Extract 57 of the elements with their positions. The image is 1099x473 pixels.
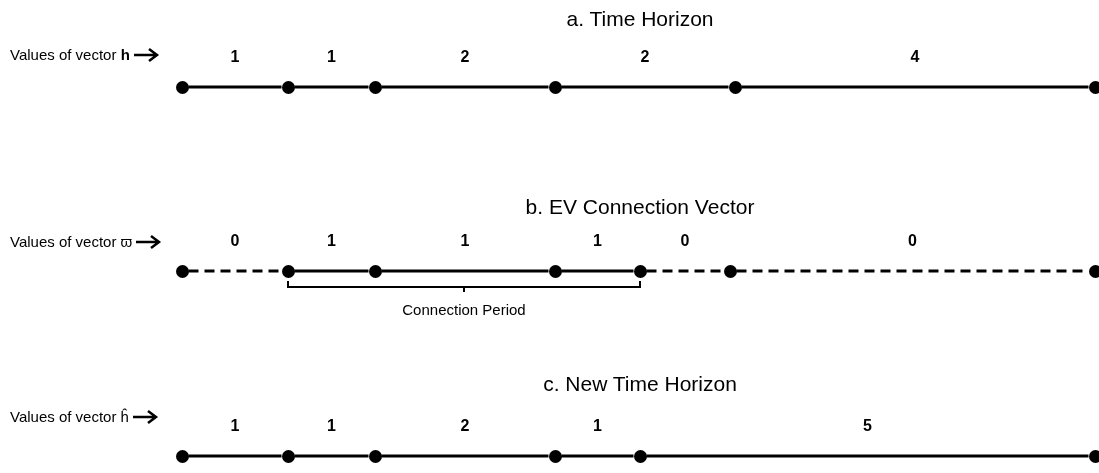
axis-label: Values of vector ĥ — [10, 409, 129, 424]
edge-label: 0 — [230, 233, 240, 249]
timeline-segment — [561, 269, 634, 273]
dashed-line — [188, 269, 282, 273]
timeline-segment — [381, 454, 549, 458]
timeline-segment — [188, 454, 282, 458]
axis-label: Values of vector h — [10, 47, 130, 62]
edge-label: 0 — [908, 233, 917, 249]
point-marker — [175, 264, 189, 278]
section-title: b. EV Connection Vector — [525, 196, 755, 217]
timeline-segment — [561, 85, 729, 89]
section-title: a. Time Horizon — [566, 8, 714, 29]
edge-label: 2 — [640, 49, 650, 65]
section-title: c. New Time Horizon — [543, 373, 737, 394]
point-marker — [548, 449, 562, 463]
edge-label: 1 — [593, 233, 602, 249]
timeline-segment — [381, 85, 549, 89]
point-marker — [548, 80, 562, 94]
point-marker — [175, 449, 189, 463]
point-marker — [723, 264, 737, 278]
timeline-segment — [294, 269, 369, 273]
point-marker — [281, 449, 295, 463]
point-marker — [633, 449, 647, 463]
edge-label: 1 — [230, 49, 240, 65]
timeline-segment — [741, 85, 1089, 89]
edge-label: 1 — [327, 233, 336, 249]
point-marker — [368, 80, 382, 94]
dashed-line — [646, 269, 724, 273]
timeline-segment — [294, 454, 369, 458]
point-marker — [548, 264, 562, 278]
point-marker — [368, 264, 382, 278]
edge-label: 2 — [460, 418, 470, 434]
point-marker — [1088, 80, 1099, 94]
bracket-caption: Connection Period — [402, 302, 526, 317]
timeline-segment — [561, 454, 634, 458]
timeline-segment — [188, 85, 282, 89]
edge-label: 1 — [327, 418, 336, 434]
edge-label: 1 — [460, 233, 470, 249]
timeline-segment — [381, 269, 549, 273]
edge-label: 1 — [327, 49, 336, 65]
edge-label: 1 — [230, 418, 240, 434]
point-marker — [1088, 264, 1099, 278]
point-marker — [281, 80, 295, 94]
axis-label: Values of vector ϖ — [10, 234, 133, 249]
point-marker — [1088, 449, 1099, 463]
point-marker — [368, 449, 382, 463]
point-marker — [633, 264, 647, 278]
point-marker — [728, 80, 742, 94]
edge-label: 4 — [910, 49, 920, 65]
point-marker — [175, 80, 189, 94]
point-marker — [281, 264, 295, 278]
timeline-segment — [646, 454, 1089, 458]
edge-label: 2 — [460, 49, 470, 65]
edge-label: 5 — [863, 418, 872, 434]
edge-label: 1 — [593, 418, 602, 434]
edge-label: 0 — [680, 233, 690, 249]
timeline-segment — [294, 85, 369, 89]
